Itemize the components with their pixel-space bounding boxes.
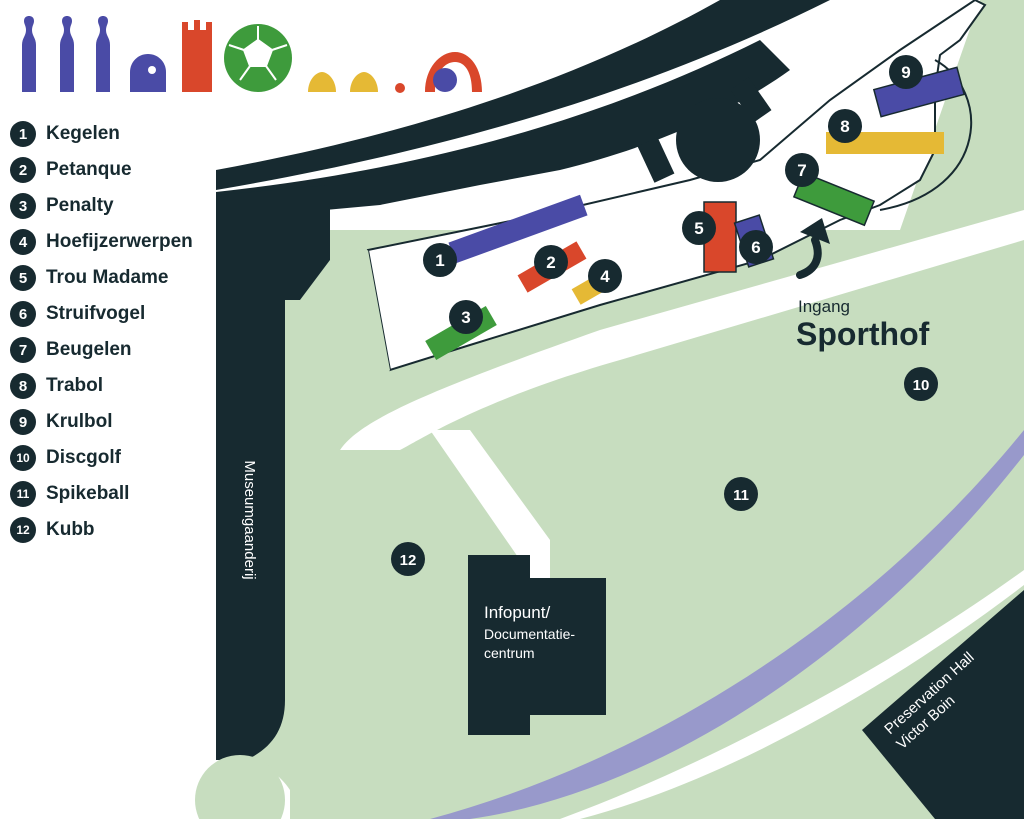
- legend-item: 10 Discgolf: [10, 440, 220, 476]
- cochonnet-icon: [395, 83, 405, 93]
- legend-item: 6 Struifvogel: [10, 296, 220, 332]
- legend: 1 Kegelen 2 Petanque 3 Penalty 4 Hoefijzerwe…: [10, 116, 220, 548]
- svg-text:12: 12: [400, 552, 417, 569]
- legend-num: 11: [10, 481, 36, 507]
- legend-label: Krulbol: [46, 411, 113, 432]
- preservation-hall: [862, 590, 1024, 819]
- street-label: Museumgaanderij: [241, 460, 258, 579]
- legend-num: 1: [10, 121, 36, 147]
- svg-text:10: 10: [913, 377, 930, 394]
- walking-path: [340, 210, 1024, 450]
- marker-10[interactable]: 10: [904, 367, 938, 401]
- street-vertical: [216, 185, 330, 770]
- field-kegelen: [448, 194, 588, 264]
- legend-label: Kubb: [46, 519, 95, 540]
- legend-item: 1 Kegelen: [10, 116, 220, 152]
- infopunt-building: [468, 555, 606, 735]
- legend-label: Spikeball: [46, 483, 130, 504]
- legend-num: 4: [10, 229, 36, 255]
- marker-2[interactable]: 2: [534, 245, 568, 279]
- marker-4[interactable]: 4: [588, 259, 622, 293]
- marker-5[interactable]: 5: [682, 211, 716, 245]
- grass-round: [195, 755, 285, 819]
- ring-icon: [425, 52, 482, 92]
- legend-num: 7: [10, 337, 36, 363]
- marker-12[interactable]: 12: [391, 542, 425, 576]
- svg-text:6: 6: [751, 238, 760, 257]
- map-markers: 1 2 3 4 5 6 7 8 9 10 11 12: [391, 55, 938, 576]
- grass-edge-right: [900, 0, 1024, 230]
- brand-sporthof: Sporthof: [796, 316, 930, 352]
- legend-label: Penalty: [46, 195, 114, 216]
- svg-text:5: 5: [694, 219, 703, 238]
- marker-7[interactable]: 7: [785, 153, 819, 187]
- legend-num: 5: [10, 265, 36, 291]
- marker-11[interactable]: 11: [724, 477, 758, 511]
- ring-ball-icon: [433, 68, 457, 92]
- walking-path-left: [330, 250, 390, 450]
- soccer-ball-pattern: [228, 26, 288, 81]
- legend-item: 11 Spikeball: [10, 476, 220, 512]
- legend-item: 12 Kubb: [10, 512, 220, 548]
- svg-text:3: 3: [461, 308, 470, 327]
- svg-text:11: 11: [733, 487, 749, 504]
- skittle-icon: [22, 16, 36, 92]
- legend-num: 8: [10, 373, 36, 399]
- sports-icons: [22, 16, 482, 93]
- legend-num: 3: [10, 193, 36, 219]
- skittle-icon: [60, 16, 74, 92]
- svg-text:9: 9: [901, 63, 910, 82]
- svg-text:8: 8: [840, 117, 849, 136]
- legend-label: Kegelen: [46, 123, 120, 144]
- svg-text:2: 2: [546, 253, 555, 272]
- legend-num: 12: [10, 517, 36, 543]
- marker-1[interactable]: 1: [423, 243, 457, 277]
- bowling-ball-icon: [130, 54, 166, 92]
- infopunt-line3: centrum: [484, 645, 535, 661]
- legend-label: Hoefijzerwerpen: [46, 231, 193, 252]
- skittle-icon: [96, 16, 110, 92]
- entrance-arrow-icon: [796, 236, 822, 279]
- petanque-ball-icon: [350, 72, 378, 92]
- ball-hole: [148, 66, 156, 74]
- marker-6[interactable]: 6: [739, 230, 773, 264]
- legend-label: Petanque: [46, 159, 132, 180]
- legend-label: Beugelen: [46, 339, 132, 360]
- legend-label: Trou Madame: [46, 267, 169, 288]
- road-arc-lower: [216, 40, 790, 220]
- road-arc: [216, 0, 830, 190]
- svg-text:1: 1: [435, 251, 444, 270]
- legend-num: 2: [10, 157, 36, 183]
- road-notch: [637, 137, 675, 183]
- walking-path-down: [430, 430, 550, 580]
- legend-item: 4 Hoefijzerwerpen: [10, 224, 220, 260]
- marker-9[interactable]: 9: [889, 55, 923, 89]
- infopunt-line2: Documentatie-: [484, 626, 575, 642]
- entrance-label: Ingang: [798, 297, 850, 316]
- legend-num: 9: [10, 409, 36, 435]
- legend-label: Struifvogel: [46, 303, 146, 324]
- legend-num: 6: [10, 301, 36, 327]
- svg-text:7: 7: [797, 161, 806, 180]
- legend-label: Discgolf: [46, 447, 121, 468]
- arrow-head: [800, 218, 830, 244]
- legend-item: 8 Trabol: [10, 368, 220, 404]
- marker-8[interactable]: 8: [828, 109, 862, 143]
- tower-icon: [182, 20, 212, 92]
- marker-3[interactable]: 3: [449, 300, 483, 334]
- petanque-ball-icon: [308, 72, 336, 92]
- legend-item: 2 Petanque: [10, 152, 220, 188]
- legend-label: Trabol: [46, 375, 104, 396]
- legend-item: 7 Beugelen: [10, 332, 220, 368]
- road-bulge: [676, 98, 760, 182]
- legend-num: 10: [10, 445, 36, 471]
- svg-text:4: 4: [600, 267, 610, 286]
- infopunt-line1: Infopunt/: [484, 603, 550, 622]
- legend-item: 5 Trou Madame: [10, 260, 220, 296]
- legend-item: 9 Krulbol: [10, 404, 220, 440]
- legend-item: 3 Penalty: [10, 188, 220, 224]
- road-notch: [730, 77, 772, 123]
